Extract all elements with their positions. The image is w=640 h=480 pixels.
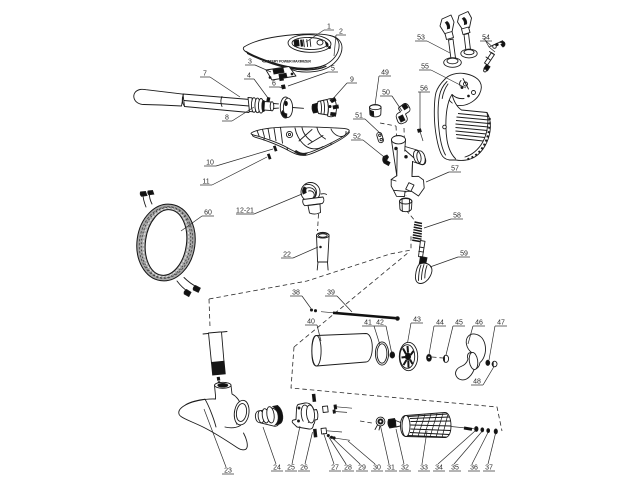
svg-text:51: 51 (355, 113, 363, 120)
svg-text:59: 59 (460, 251, 468, 258)
svg-text:39: 39 (327, 290, 335, 297)
svg-text:30: 30 (373, 465, 381, 472)
svg-text:38: 38 (292, 290, 300, 297)
svg-text:58: 58 (453, 213, 461, 220)
svg-text:24: 24 (273, 465, 281, 472)
svg-text:45: 45 (455, 320, 463, 327)
svg-text:27: 27 (331, 465, 339, 472)
svg-text:5: 5 (331, 66, 335, 73)
svg-text:33: 33 (420, 465, 428, 472)
svg-text:49: 49 (381, 70, 389, 77)
svg-text:12-21: 12-21 (236, 208, 254, 215)
svg-text:28: 28 (344, 465, 352, 472)
svg-text:54: 54 (482, 35, 490, 42)
svg-text:47: 47 (497, 320, 505, 327)
svg-text:53: 53 (417, 35, 425, 42)
svg-text:52: 52 (353, 134, 361, 141)
svg-text:40: 40 (307, 319, 315, 326)
svg-text:▪BATTERY POWER MAXIMIZER: ▪BATTERY POWER MAXIMIZER (262, 60, 311, 64)
svg-text:36: 36 (470, 465, 478, 472)
svg-text:48: 48 (473, 379, 481, 386)
svg-text:3: 3 (248, 59, 252, 66)
svg-text:9: 9 (350, 77, 354, 84)
svg-text:6: 6 (272, 81, 276, 88)
svg-text:41: 41 (364, 320, 372, 327)
svg-text:2: 2 (339, 29, 343, 36)
svg-text:43: 43 (413, 317, 421, 324)
svg-text:44: 44 (436, 320, 444, 327)
svg-text:11: 11 (202, 179, 209, 186)
svg-text:7: 7 (203, 71, 207, 78)
svg-text:60: 60 (204, 210, 212, 217)
svg-text:35: 35 (451, 465, 459, 472)
svg-text:57: 57 (451, 166, 459, 173)
svg-text:37: 37 (485, 465, 493, 472)
svg-text:26: 26 (300, 465, 308, 472)
svg-text:42: 42 (376, 320, 384, 327)
svg-text:50: 50 (382, 90, 390, 97)
svg-text:56: 56 (420, 86, 428, 93)
svg-text:55: 55 (421, 64, 429, 71)
svg-text:29: 29 (358, 465, 366, 472)
svg-text:4: 4 (247, 73, 251, 80)
svg-text:10: 10 (206, 160, 214, 167)
svg-text:1: 1 (327, 24, 331, 31)
svg-text:25: 25 (287, 465, 295, 472)
svg-text:34: 34 (435, 465, 443, 472)
svg-text:46: 46 (475, 320, 483, 327)
svg-text:32: 32 (401, 465, 409, 472)
svg-text:8: 8 (225, 115, 229, 122)
svg-text:23: 23 (224, 468, 232, 475)
svg-text:22: 22 (283, 252, 291, 259)
svg-text:31: 31 (387, 465, 395, 472)
